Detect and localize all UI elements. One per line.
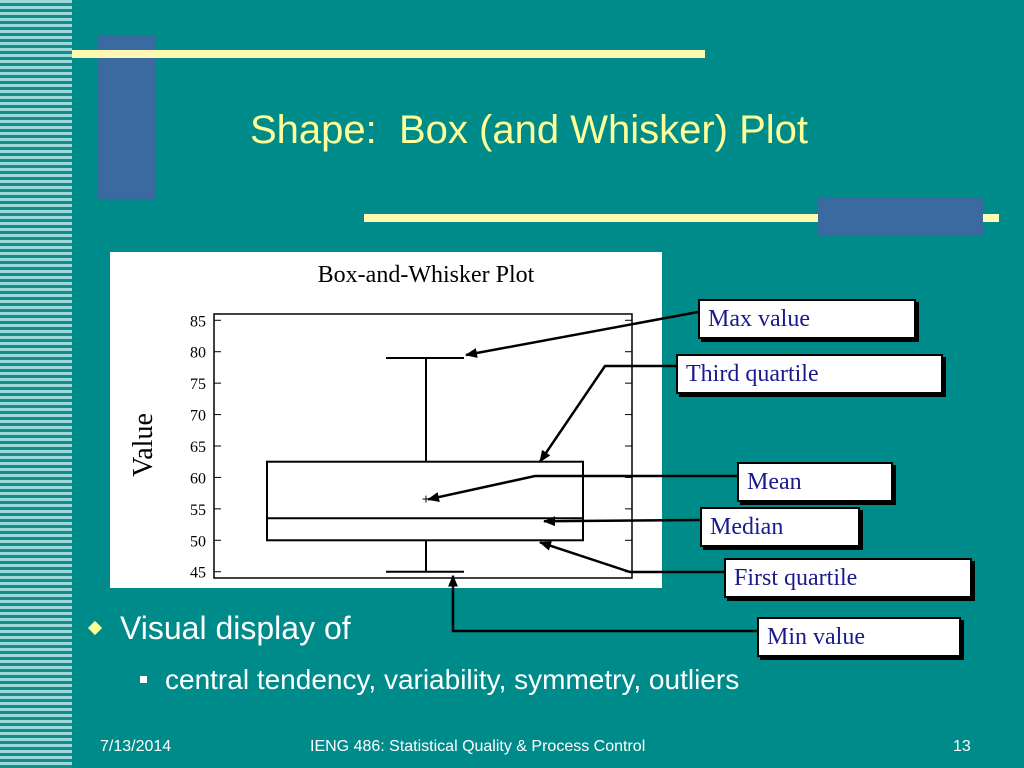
bullet-level2-text: central tendency, variability, symmetry,… bbox=[165, 664, 740, 695]
arrow-max bbox=[465, 310, 699, 358]
chart-y-axis-label: Value bbox=[128, 413, 159, 477]
bullet-level2: central tendency, variability, symmetry,… bbox=[140, 664, 739, 696]
arrow-first-quartile bbox=[539, 540, 724, 574]
callout-first-quartile: First quartile bbox=[724, 558, 972, 598]
title-accent-block bbox=[98, 36, 155, 199]
left-stripes-decoration bbox=[0, 0, 72, 768]
bullet-level1-text: Visual display of bbox=[120, 610, 351, 646]
callout-mean: Mean bbox=[737, 462, 893, 502]
y-tick-label: 55 bbox=[190, 502, 206, 519]
y-tick-label: 75 bbox=[190, 376, 206, 393]
callout-min-value: Min value bbox=[757, 617, 961, 657]
y-tick-label: 50 bbox=[190, 533, 206, 550]
footer-date: 7/13/2014 bbox=[100, 738, 172, 755]
footer-page-number: 13 bbox=[953, 738, 971, 755]
callout-third-quartile: Third quartile bbox=[676, 354, 943, 394]
chart-title: Box-and-Whisker Plot bbox=[318, 262, 535, 288]
arrow-third-quartile bbox=[538, 364, 676, 463]
title-top-rule bbox=[72, 50, 705, 58]
mean-marker: + bbox=[422, 490, 430, 506]
title-bottom-rule bbox=[364, 214, 999, 222]
callout-median: Median bbox=[700, 507, 860, 547]
arrow-mean bbox=[427, 474, 737, 502]
arrow-min bbox=[448, 574, 757, 633]
arrow-median bbox=[543, 516, 701, 527]
callout-max-value: Max value bbox=[698, 299, 916, 339]
bullet-level1: Visual display of bbox=[87, 610, 351, 647]
right-accent-block bbox=[818, 198, 983, 236]
iqr-box bbox=[266, 460, 584, 542]
y-tick-label: 45 bbox=[190, 565, 206, 582]
box-plot: + bbox=[266, 357, 584, 573]
y-tick-label: 85 bbox=[190, 313, 206, 330]
y-tick-label: 70 bbox=[190, 408, 206, 425]
diamond-bullet-icon bbox=[87, 620, 103, 636]
slide-title: Shape: Box (and Whisker) Plot bbox=[250, 108, 809, 152]
footer-course: IENG 486: Statistical Quality & Process … bbox=[310, 738, 646, 755]
y-tick-label: 65 bbox=[190, 439, 206, 456]
y-tick-label: 60 bbox=[190, 470, 206, 487]
y-tick-label: 80 bbox=[190, 345, 206, 362]
square-bullet-icon bbox=[140, 676, 147, 683]
y-axis-ticks: 45 50 55 60 65 70 75 80 85 bbox=[190, 313, 632, 582]
chart-background bbox=[110, 252, 662, 588]
callout-arrows bbox=[427, 310, 757, 633]
